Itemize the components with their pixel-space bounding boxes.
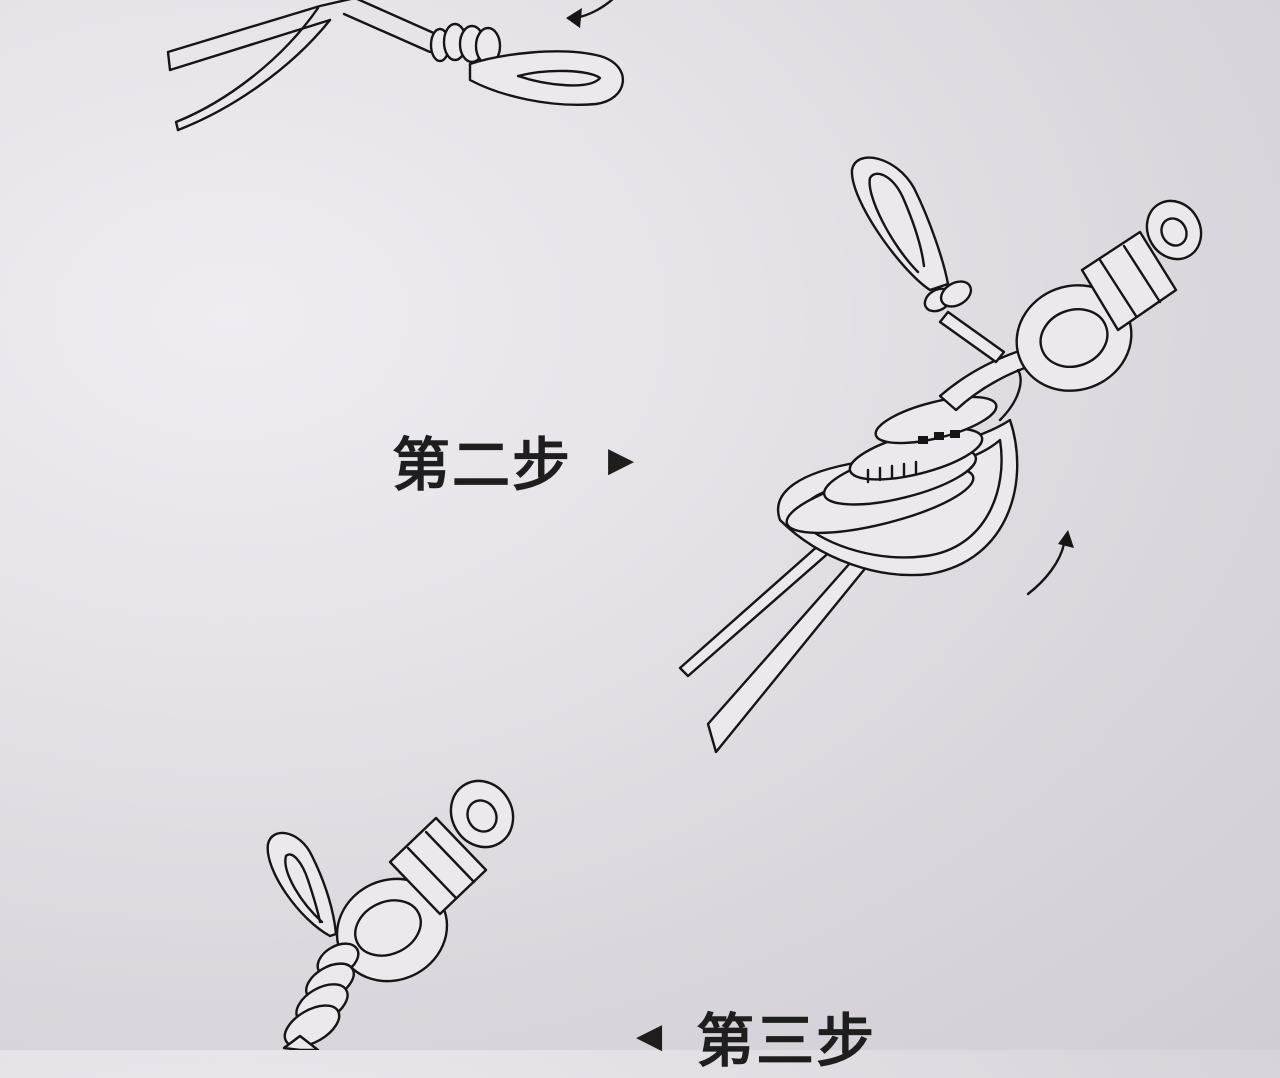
step2-swivel-ring-inner xyxy=(1039,308,1109,368)
step2-barrel-groove-2 xyxy=(1122,244,1162,304)
step2-arrow-head xyxy=(1058,530,1074,548)
step2-coil-marks xyxy=(918,430,960,444)
step1-main-line xyxy=(356,0,438,36)
knot-tutorial-canvas: 第二步 ▶ ◀ 第三步 xyxy=(166,0,1203,1075)
step3-barrel-groove-2 xyxy=(424,830,476,884)
step3-tag-loop-outer xyxy=(266,831,338,938)
step2-tag-loop-outer xyxy=(850,156,950,292)
step1-line-lower-inner xyxy=(174,6,320,132)
right-arrow-icon: ▶ xyxy=(608,440,637,480)
step3-label-text: 第三步 xyxy=(696,1007,877,1075)
step2-tag-loop-inner xyxy=(868,172,926,274)
step2-arrow-curve xyxy=(1026,542,1066,596)
step2-illustration xyxy=(678,156,1203,754)
step1-line-lower xyxy=(176,18,332,132)
step3-top-eye-inner xyxy=(466,799,498,833)
step3-illustration xyxy=(266,779,515,1050)
step2-barrel-groove-1 xyxy=(1098,258,1138,318)
step2-top-eye-inner xyxy=(1160,217,1188,247)
step3-label: ◀ 第三步 xyxy=(636,994,876,1078)
step1-illustration xyxy=(166,0,625,132)
step3-swivel-barrel xyxy=(388,816,488,916)
step2-label-text: 第二步 xyxy=(392,431,573,499)
step1-loop-outer xyxy=(468,50,625,106)
step3-coil-tail xyxy=(282,1034,320,1050)
step2-label: 第二步 ▶ xyxy=(392,418,636,502)
knot-illustrations xyxy=(166,0,1203,1050)
step1-line-upper xyxy=(166,0,352,72)
step2-coil-lines xyxy=(866,460,918,484)
step2-standing-line xyxy=(938,310,1006,364)
step2-strand-back xyxy=(998,368,1022,422)
step1-loop-inner xyxy=(516,69,602,87)
step2-swivel-barrel xyxy=(1080,230,1178,332)
step3-barrel-groove-1 xyxy=(406,846,458,900)
step3-swivel-ring-inner xyxy=(354,899,422,957)
left-arrow-icon: ◀ xyxy=(636,1016,665,1056)
step1-arrow-head xyxy=(566,8,582,28)
step3-tag-loop-inner xyxy=(284,853,324,924)
step2-tag-wrap-2 xyxy=(939,280,973,308)
step1-main-line-2 xyxy=(342,12,432,54)
